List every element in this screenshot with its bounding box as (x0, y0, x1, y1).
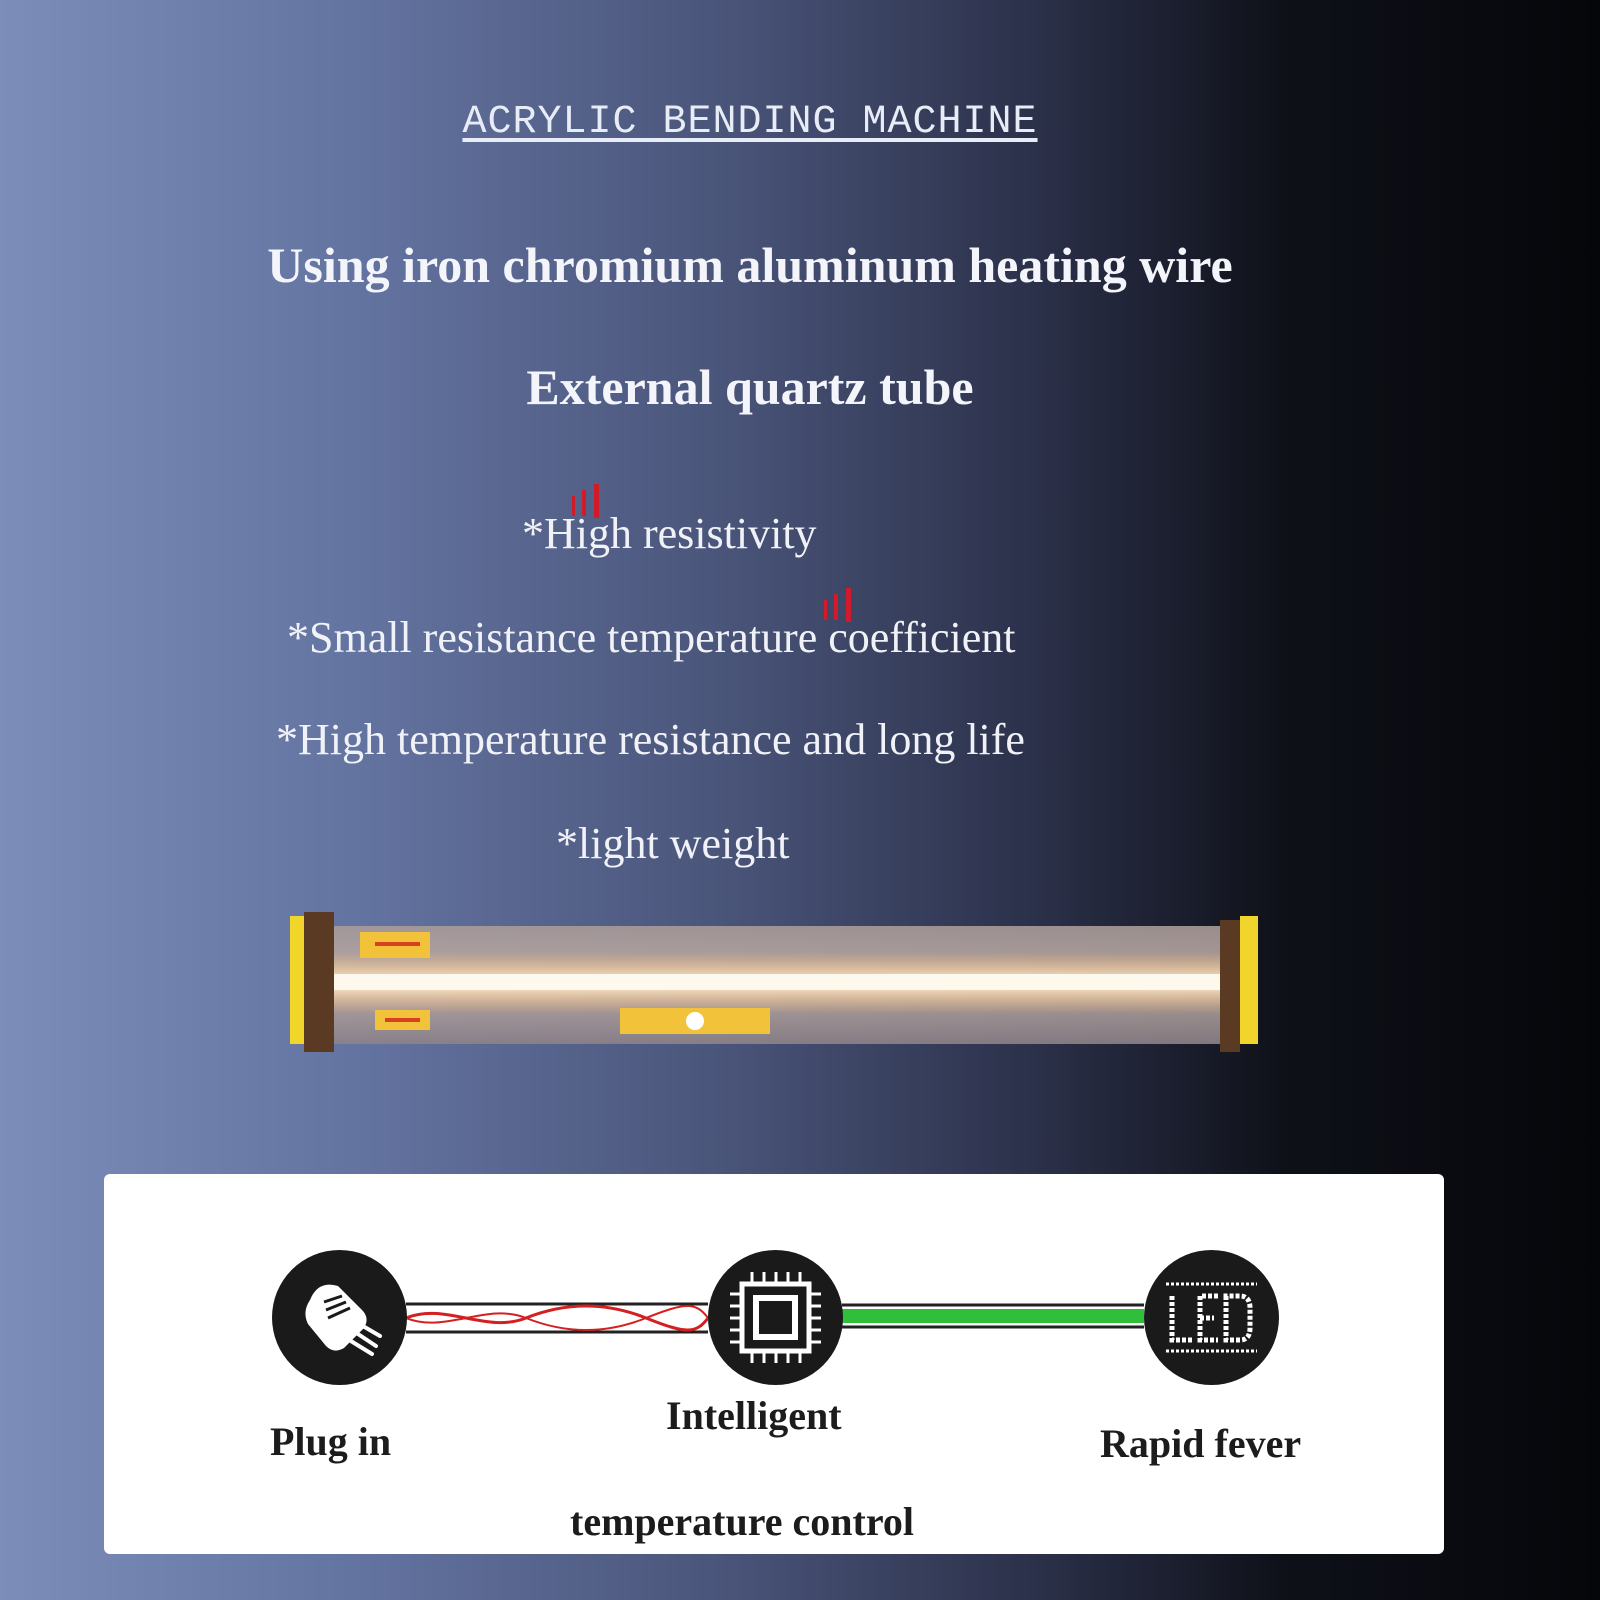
red-ticks-decoration (572, 484, 599, 518)
step-label-temperature-control: temperature control (570, 1499, 914, 1544)
led-icon (1166, 1282, 1257, 1353)
plug-step-circle (272, 1250, 407, 1385)
feature-high-resistivity: *High resistivity (522, 509, 817, 558)
feature-light-weight: *light weight (556, 819, 790, 868)
feature-small-resistance-coefficient: *Small resistance temperature coefficien… (287, 613, 1016, 662)
step-label-intelligent: Intelligent (666, 1393, 842, 1438)
headline-heating-wire: Using iron chromium aluminum heating wir… (267, 237, 1233, 293)
plug-icon (305, 1284, 382, 1356)
led-step-circle (1144, 1250, 1279, 1385)
headline-quartz-tube: External quartz tube (526, 359, 974, 415)
red-wire-connector (406, 1302, 708, 1334)
red-ticks-decoration (824, 588, 851, 622)
chip-icon (730, 1272, 821, 1363)
chip-step-circle (708, 1250, 843, 1385)
feature-long-life: *High temperature resistance and long li… (276, 715, 1025, 764)
green-wire-connector (842, 1303, 1144, 1329)
step-label-plug-in: Plug in (270, 1419, 392, 1464)
quartz-tube-image (290, 912, 1258, 1052)
step-label-rapid-fever: Rapid fever (1100, 1421, 1302, 1466)
page-title: ACRYLIC BENDING MACHINE (462, 100, 1038, 145)
process-panel: Plug in Intelligent Rapid fever temperat… (104, 1174, 1444, 1554)
